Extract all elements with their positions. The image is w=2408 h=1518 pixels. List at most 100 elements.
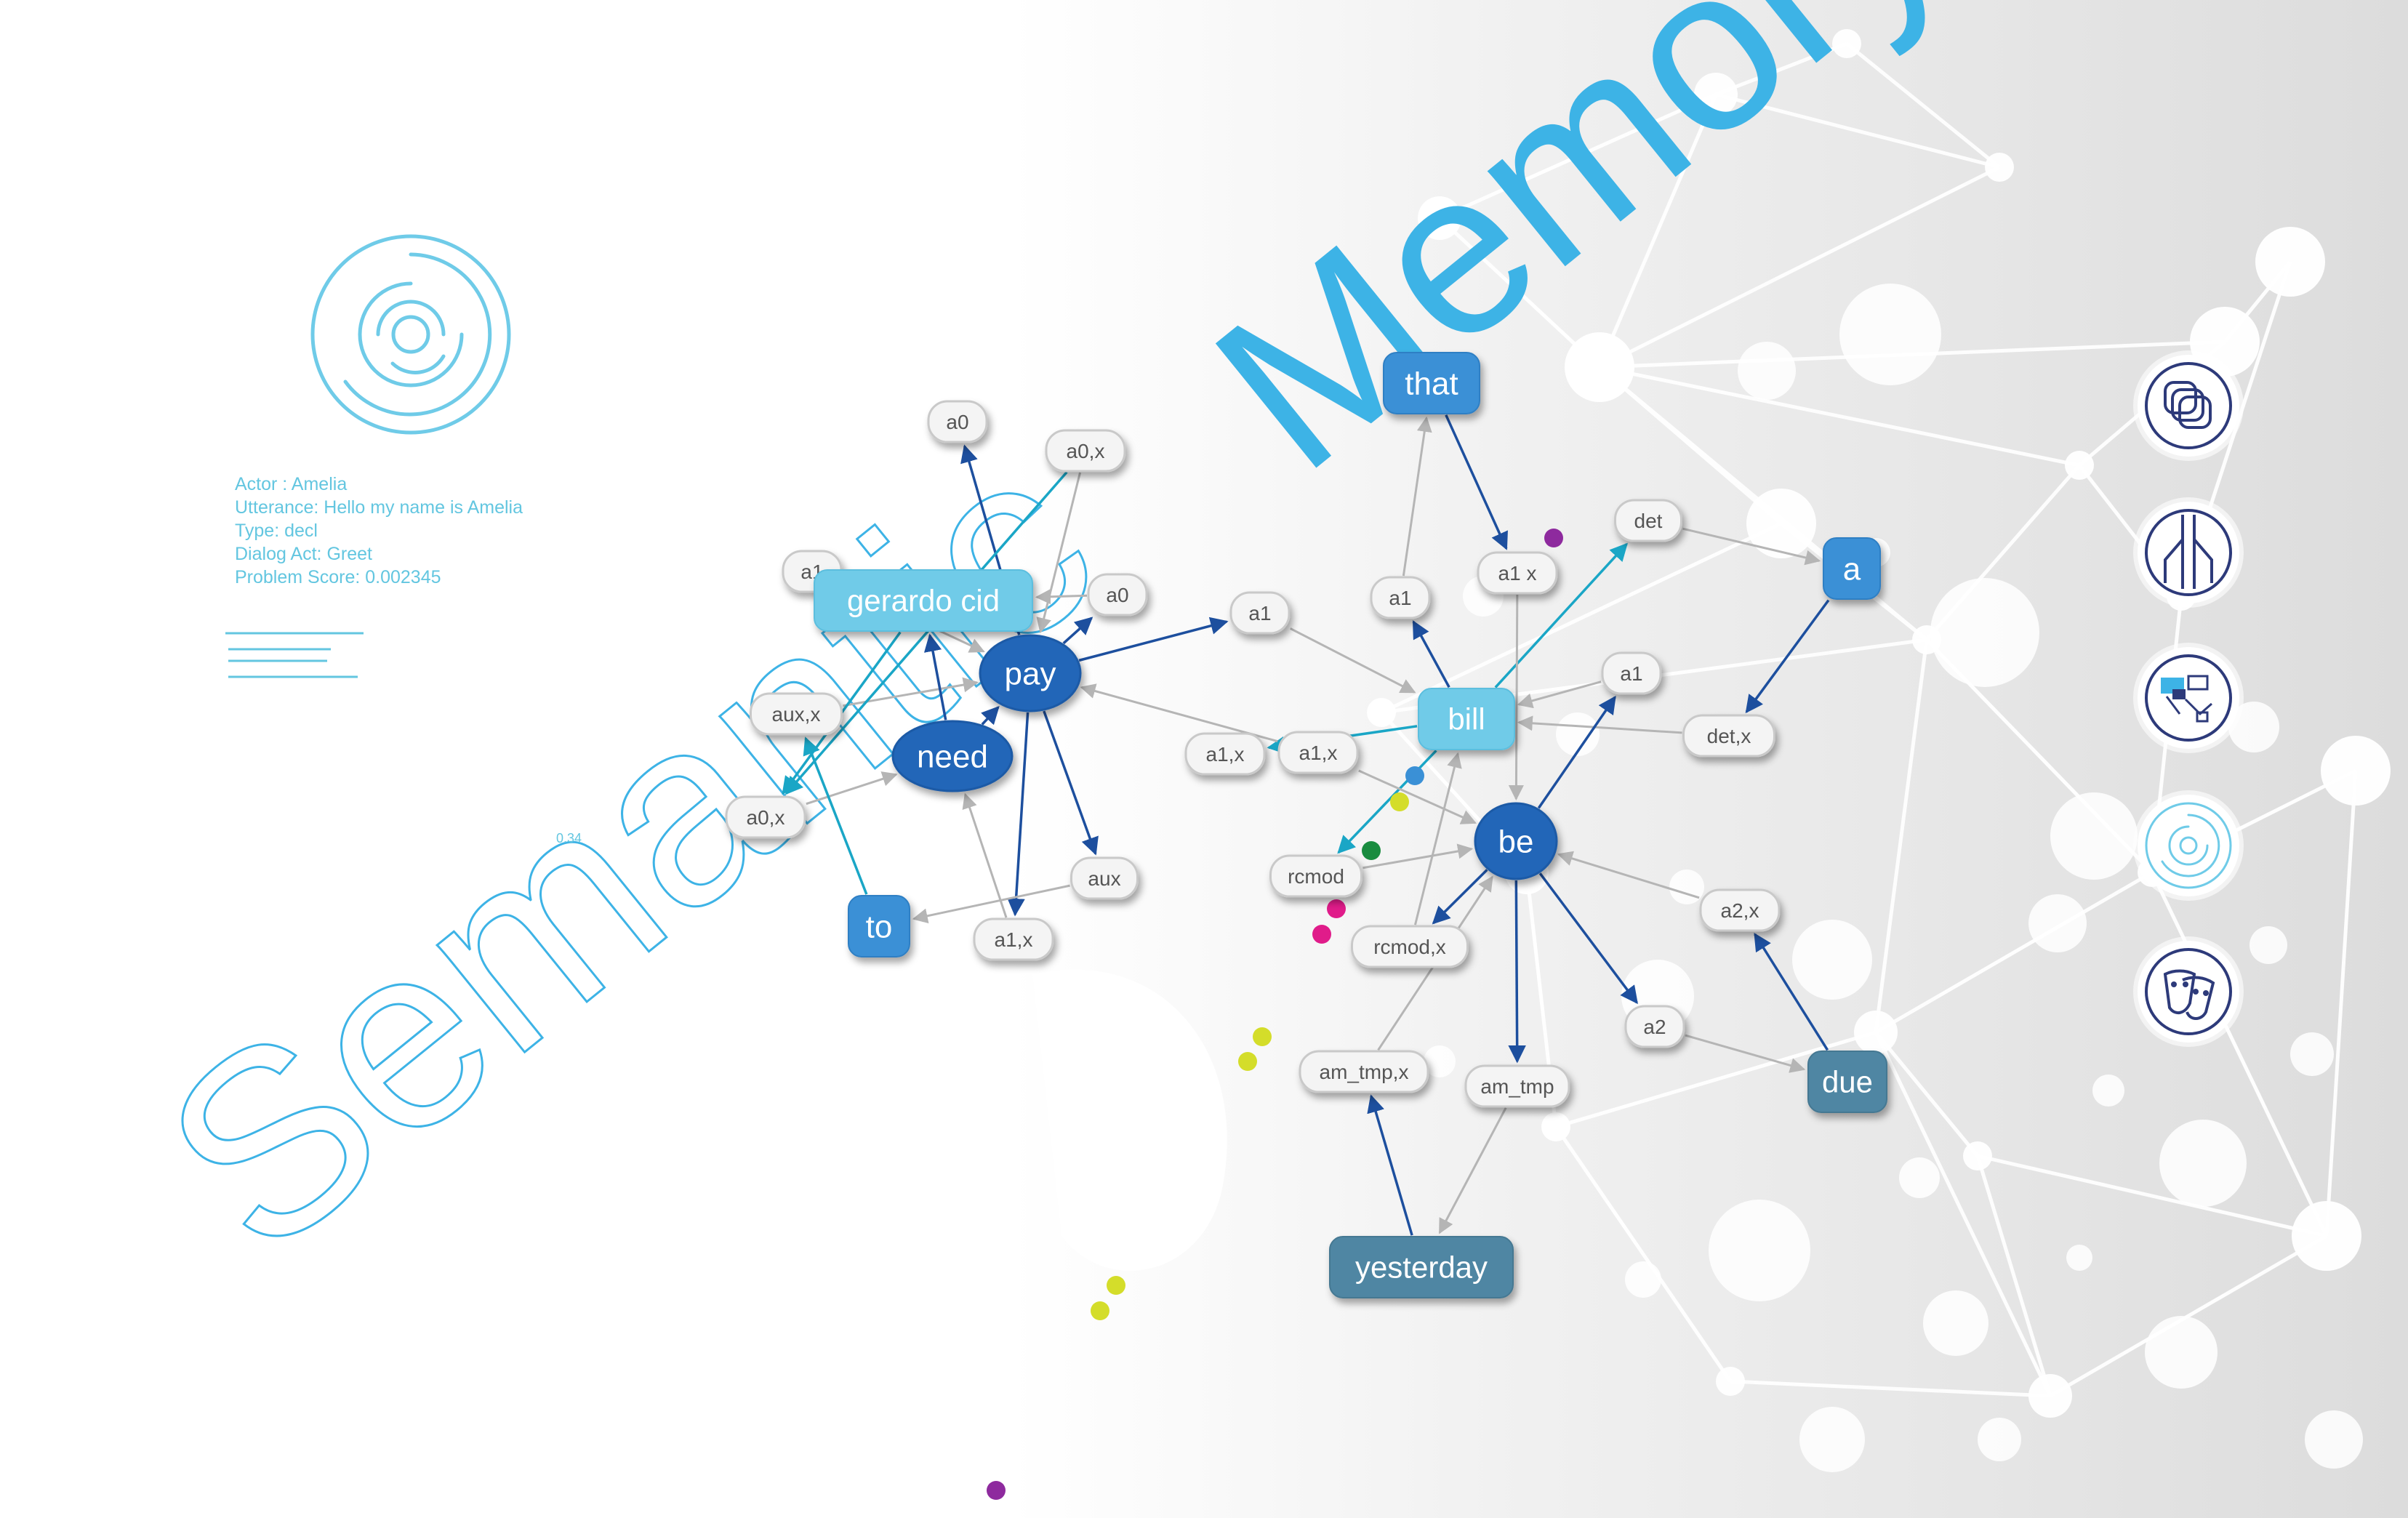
edge-pay-a1x bbox=[1007, 712, 1030, 917]
layers-icon bbox=[2145, 362, 2232, 449]
node-shape bbox=[891, 720, 1014, 792]
node-a0[interactable]: a0 bbox=[927, 400, 988, 443]
node-need[interactable]: need bbox=[891, 720, 1014, 792]
edge-a1xc2-be bbox=[1358, 769, 1477, 824]
edge-bill-a1r bbox=[1412, 620, 1450, 688]
node-a1x[interactable]: a1,x bbox=[973, 917, 1054, 961]
node-pay[interactable]: pay bbox=[979, 634, 1082, 712]
node-label: gerardo cid bbox=[847, 584, 1000, 618]
node-label: a0,x bbox=[1067, 440, 1105, 462]
node-label: a1 bbox=[1389, 587, 1411, 609]
node-be[interactable]: be bbox=[1474, 802, 1558, 880]
node-label: a2,x bbox=[1721, 899, 1759, 922]
node-a1xc2[interactable]: a1,x bbox=[1277, 731, 1359, 774]
node-shape bbox=[814, 569, 1033, 632]
actor-line: Actor : Amelia bbox=[235, 474, 348, 494]
node-shape bbox=[1614, 499, 1682, 542]
network-tree-button[interactable] bbox=[2138, 502, 2239, 603]
problem-score-line: Problem Score: 0.002345 bbox=[235, 567, 441, 587]
marker-dot bbox=[1238, 1052, 1257, 1071]
node-detx[interactable]: det,x bbox=[1682, 714, 1775, 758]
edge-a0x2-need bbox=[806, 771, 898, 806]
edge-to-auxx bbox=[803, 736, 868, 895]
edge-a2-due bbox=[1685, 1034, 1806, 1073]
node-label: aux,x bbox=[772, 703, 821, 726]
edge-pay-aux bbox=[1043, 710, 1099, 856]
node-shape bbox=[1184, 732, 1266, 776]
node-auxx[interactable]: aux,x bbox=[750, 692, 843, 736]
edge-be-rcmodx bbox=[1432, 869, 1488, 925]
edge-need-gerardo bbox=[923, 633, 947, 720]
node-yesterday[interactable]: yesterday bbox=[1329, 1236, 1514, 1298]
edge-pay-a0b bbox=[1062, 617, 1093, 645]
edge-a2x-be bbox=[1557, 851, 1700, 899]
node-label: a1,x bbox=[1206, 743, 1245, 766]
node-bill[interactable]: bill bbox=[1418, 688, 1515, 750]
node-shape bbox=[750, 692, 843, 736]
node-shape bbox=[973, 917, 1054, 961]
node-label: to bbox=[866, 909, 893, 944]
node-that[interactable]: that bbox=[1383, 352, 1480, 414]
node-a0x[interactable]: a0,x bbox=[1045, 429, 1126, 473]
node-to[interactable]: to bbox=[848, 895, 910, 957]
node-rcmodx[interactable]: rcmod,x bbox=[1351, 925, 1469, 968]
node-a1r2[interactable]: a1 bbox=[1601, 651, 1662, 695]
node-a2[interactable]: a2 bbox=[1624, 1005, 1685, 1048]
node-label: am_tmp,x bbox=[1320, 1061, 1409, 1083]
node-a1xc[interactable]: a1,x bbox=[1184, 732, 1266, 776]
utterance-line: Utterance: Hello my name is Amelia bbox=[235, 497, 523, 518]
node-a1r[interactable]: a1 bbox=[1370, 576, 1431, 619]
flow-diagram-button[interactable] bbox=[2138, 647, 2239, 749]
info-panel: Actor : Amelia Utterance: Hello my name … bbox=[235, 473, 523, 589]
node-amtmp[interactable]: am_tmp bbox=[1464, 1064, 1570, 1108]
edge-auxx-pay bbox=[843, 677, 979, 707]
node-a[interactable]: a bbox=[1823, 537, 1881, 600]
node-due[interactable]: due bbox=[1807, 1051, 1887, 1113]
edge-detx-bill bbox=[1517, 715, 1682, 734]
node-shape bbox=[1474, 802, 1558, 880]
masks-button[interactable] bbox=[2138, 941, 2239, 1043]
node-amtmpx[interactable]: am_tmp,x bbox=[1299, 1050, 1429, 1093]
layers-button[interactable] bbox=[2138, 355, 2239, 457]
node-shape bbox=[927, 400, 988, 443]
node-rcmod[interactable]: rcmod bbox=[1269, 854, 1362, 898]
edge-that-a1xr bbox=[1445, 414, 1508, 550]
edge-need-pay bbox=[981, 706, 1000, 726]
dialog-act-line: Dialog Act: Greet bbox=[235, 544, 372, 564]
node-aux[interactable]: aux bbox=[1070, 856, 1139, 900]
node-a1xr[interactable]: a1 x bbox=[1477, 551, 1558, 595]
node-a2x[interactable]: a2,x bbox=[1699, 888, 1781, 932]
node-gerardo[interactable]: gerardo cid bbox=[814, 569, 1033, 632]
edge-a0b-gerardo bbox=[1035, 589, 1088, 605]
edge-aux-to bbox=[912, 884, 1070, 924]
target-button[interactable] bbox=[2138, 795, 2239, 896]
node-a0x2[interactable]: a0,x bbox=[725, 795, 806, 839]
node-label: a1 bbox=[1620, 662, 1642, 685]
edge-a1r-that bbox=[1402, 416, 1432, 577]
node-label: be bbox=[1498, 824, 1534, 859]
node-det[interactable]: det bbox=[1614, 499, 1682, 542]
node-shape bbox=[1823, 537, 1881, 600]
node-a1m[interactable]: a1 bbox=[1229, 591, 1291, 635]
node-label: bill bbox=[1448, 702, 1485, 736]
node-label: a bbox=[1843, 551, 1861, 587]
node-shape bbox=[1045, 429, 1126, 473]
edge-a1r2-bill bbox=[1517, 680, 1602, 709]
menu-lines-icon[interactable] bbox=[225, 629, 371, 687]
edge-yesterday-amtmpx bbox=[1367, 1094, 1413, 1236]
edge-rcmodx-bill bbox=[1414, 752, 1462, 925]
node-label: aux bbox=[1088, 867, 1120, 890]
edge-be-a2 bbox=[1538, 872, 1638, 1005]
node-a0b[interactable]: a0 bbox=[1087, 573, 1148, 617]
node-label: rcmod,x bbox=[1373, 936, 1446, 958]
edge-a0x-a0x2 bbox=[784, 471, 1068, 795]
marker-dot bbox=[1107, 1276, 1125, 1295]
node-shape bbox=[1699, 888, 1781, 932]
node-shape bbox=[1299, 1050, 1429, 1093]
node-label: due bbox=[1822, 1065, 1873, 1099]
flow-diagram-icon bbox=[2145, 654, 2232, 742]
target-icon bbox=[2145, 802, 2232, 889]
edge-be-amtmp bbox=[1508, 880, 1526, 1064]
